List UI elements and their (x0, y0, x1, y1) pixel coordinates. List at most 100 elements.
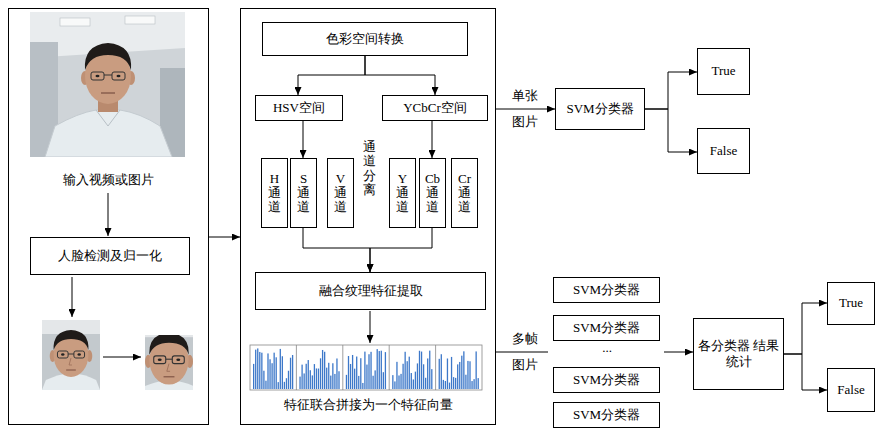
color-space-box: YCbCr空间 (382, 95, 488, 121)
histogram-bar (394, 381, 395, 389)
histogram-bar (429, 351, 430, 389)
histogram-bar (400, 374, 401, 389)
node-text: 各分类器 结果统计 (694, 338, 783, 371)
histogram-bar (375, 370, 376, 389)
histogram-bar (402, 364, 403, 389)
node-text: YCbCr空间 (403, 100, 467, 116)
histogram-bar (308, 360, 309, 389)
node-text: H通道 (266, 172, 282, 215)
histogram-bar (306, 364, 307, 389)
histogram-bar (259, 352, 260, 389)
histogram-bar (362, 383, 363, 389)
node-text: SVM分类器 (566, 101, 633, 117)
histogram-bar (350, 364, 351, 389)
histogram-bar (459, 362, 460, 389)
histogram-bar (415, 372, 416, 389)
connector (784, 303, 827, 354)
histogram-bar (372, 376, 373, 389)
histogram-bar (282, 356, 283, 389)
node-text: True (839, 295, 863, 311)
histogram-bar (443, 380, 444, 389)
connector (209, 237, 240, 238)
histogram-bar (396, 362, 397, 389)
histogram-bar (467, 361, 468, 389)
channel-box: Cr通道 (451, 158, 478, 228)
histogram-bar (265, 381, 266, 389)
histogram-bar (469, 361, 470, 389)
histogram-bar (346, 375, 347, 389)
histogram-bar (419, 351, 420, 389)
histogram-bar (398, 375, 399, 389)
histogram-bar (453, 377, 454, 389)
node-text: 色彩空间转换 (326, 31, 404, 47)
process-box: 色彩空间转换 (262, 22, 468, 56)
histogram-bar (288, 371, 289, 389)
connector (784, 354, 827, 390)
histogram-bar (455, 378, 456, 389)
histogram-bar (405, 352, 406, 389)
person-photo (30, 12, 185, 157)
node-text: SVM分类器 (573, 372, 640, 388)
histogram-bar (253, 364, 254, 389)
histogram-bar (465, 375, 466, 389)
node-text: V通道 (332, 172, 348, 215)
histogram-bar (274, 353, 275, 389)
histogram-bar (330, 376, 331, 389)
node-text: True (711, 63, 735, 79)
channel-box: S通道 (290, 158, 317, 228)
channel-box: H通道 (261, 158, 288, 228)
classifier-box: SVM分类器 (553, 402, 660, 428)
process-box: 人脸检测及归一化 (30, 237, 190, 275)
node-text: SVM分类器 (573, 320, 640, 336)
histogram-bar (320, 358, 321, 389)
histogram-bar (427, 358, 428, 389)
channel-box: Y通道 (389, 158, 416, 228)
histogram-bar (471, 381, 472, 389)
histogram-bar (261, 353, 262, 389)
node-text: False (710, 143, 737, 159)
color-space-box: HSV空间 (255, 95, 343, 121)
histogram-bar (332, 363, 333, 389)
histogram-bar (280, 349, 281, 389)
histogram-bar (473, 379, 474, 389)
histogram-bar (441, 354, 442, 389)
histogram-bar (354, 369, 355, 389)
histogram-bar (417, 363, 418, 389)
histogram-bar (318, 369, 319, 389)
histogram-bar (276, 357, 277, 389)
histogram-bar (348, 356, 349, 389)
histogram-bar (356, 357, 357, 389)
histogram-bar (439, 359, 440, 389)
histogram-bar (425, 378, 426, 389)
connector (496, 109, 555, 110)
edge-label: 单张 图片 (509, 83, 540, 135)
classifier-box: SVM分类器 (553, 277, 660, 303)
histogram-bar (370, 352, 371, 389)
node-text: SVM分类器 (573, 407, 640, 423)
histogram-bar (312, 375, 313, 389)
histogram-bar (322, 350, 323, 389)
histogram-bar (431, 369, 432, 389)
histogram-bar (326, 368, 327, 389)
connector (370, 228, 432, 272)
histogram-bar (278, 382, 279, 389)
histogram-bar (385, 352, 386, 389)
histogram-bar (358, 376, 359, 389)
face-crop (136, 322, 201, 399)
node-text: False (837, 382, 864, 398)
node-text: Y通道 (394, 172, 410, 215)
classifier-box: SVM分类器 (553, 367, 660, 393)
channel-box: Cb通道 (419, 158, 446, 228)
classifier-box: SVM分类器 (553, 315, 660, 341)
connector (303, 228, 370, 272)
face-image (42, 320, 100, 390)
histogram-bar (304, 373, 305, 389)
histogram-bar (449, 383, 450, 389)
result-box: True (827, 282, 875, 325)
histogram-bar (284, 382, 285, 389)
histogram-bar (461, 356, 462, 389)
histogram-bar (392, 375, 393, 389)
histogram-bar (381, 351, 382, 389)
connector (432, 121, 433, 158)
histogram-bar (269, 359, 270, 389)
